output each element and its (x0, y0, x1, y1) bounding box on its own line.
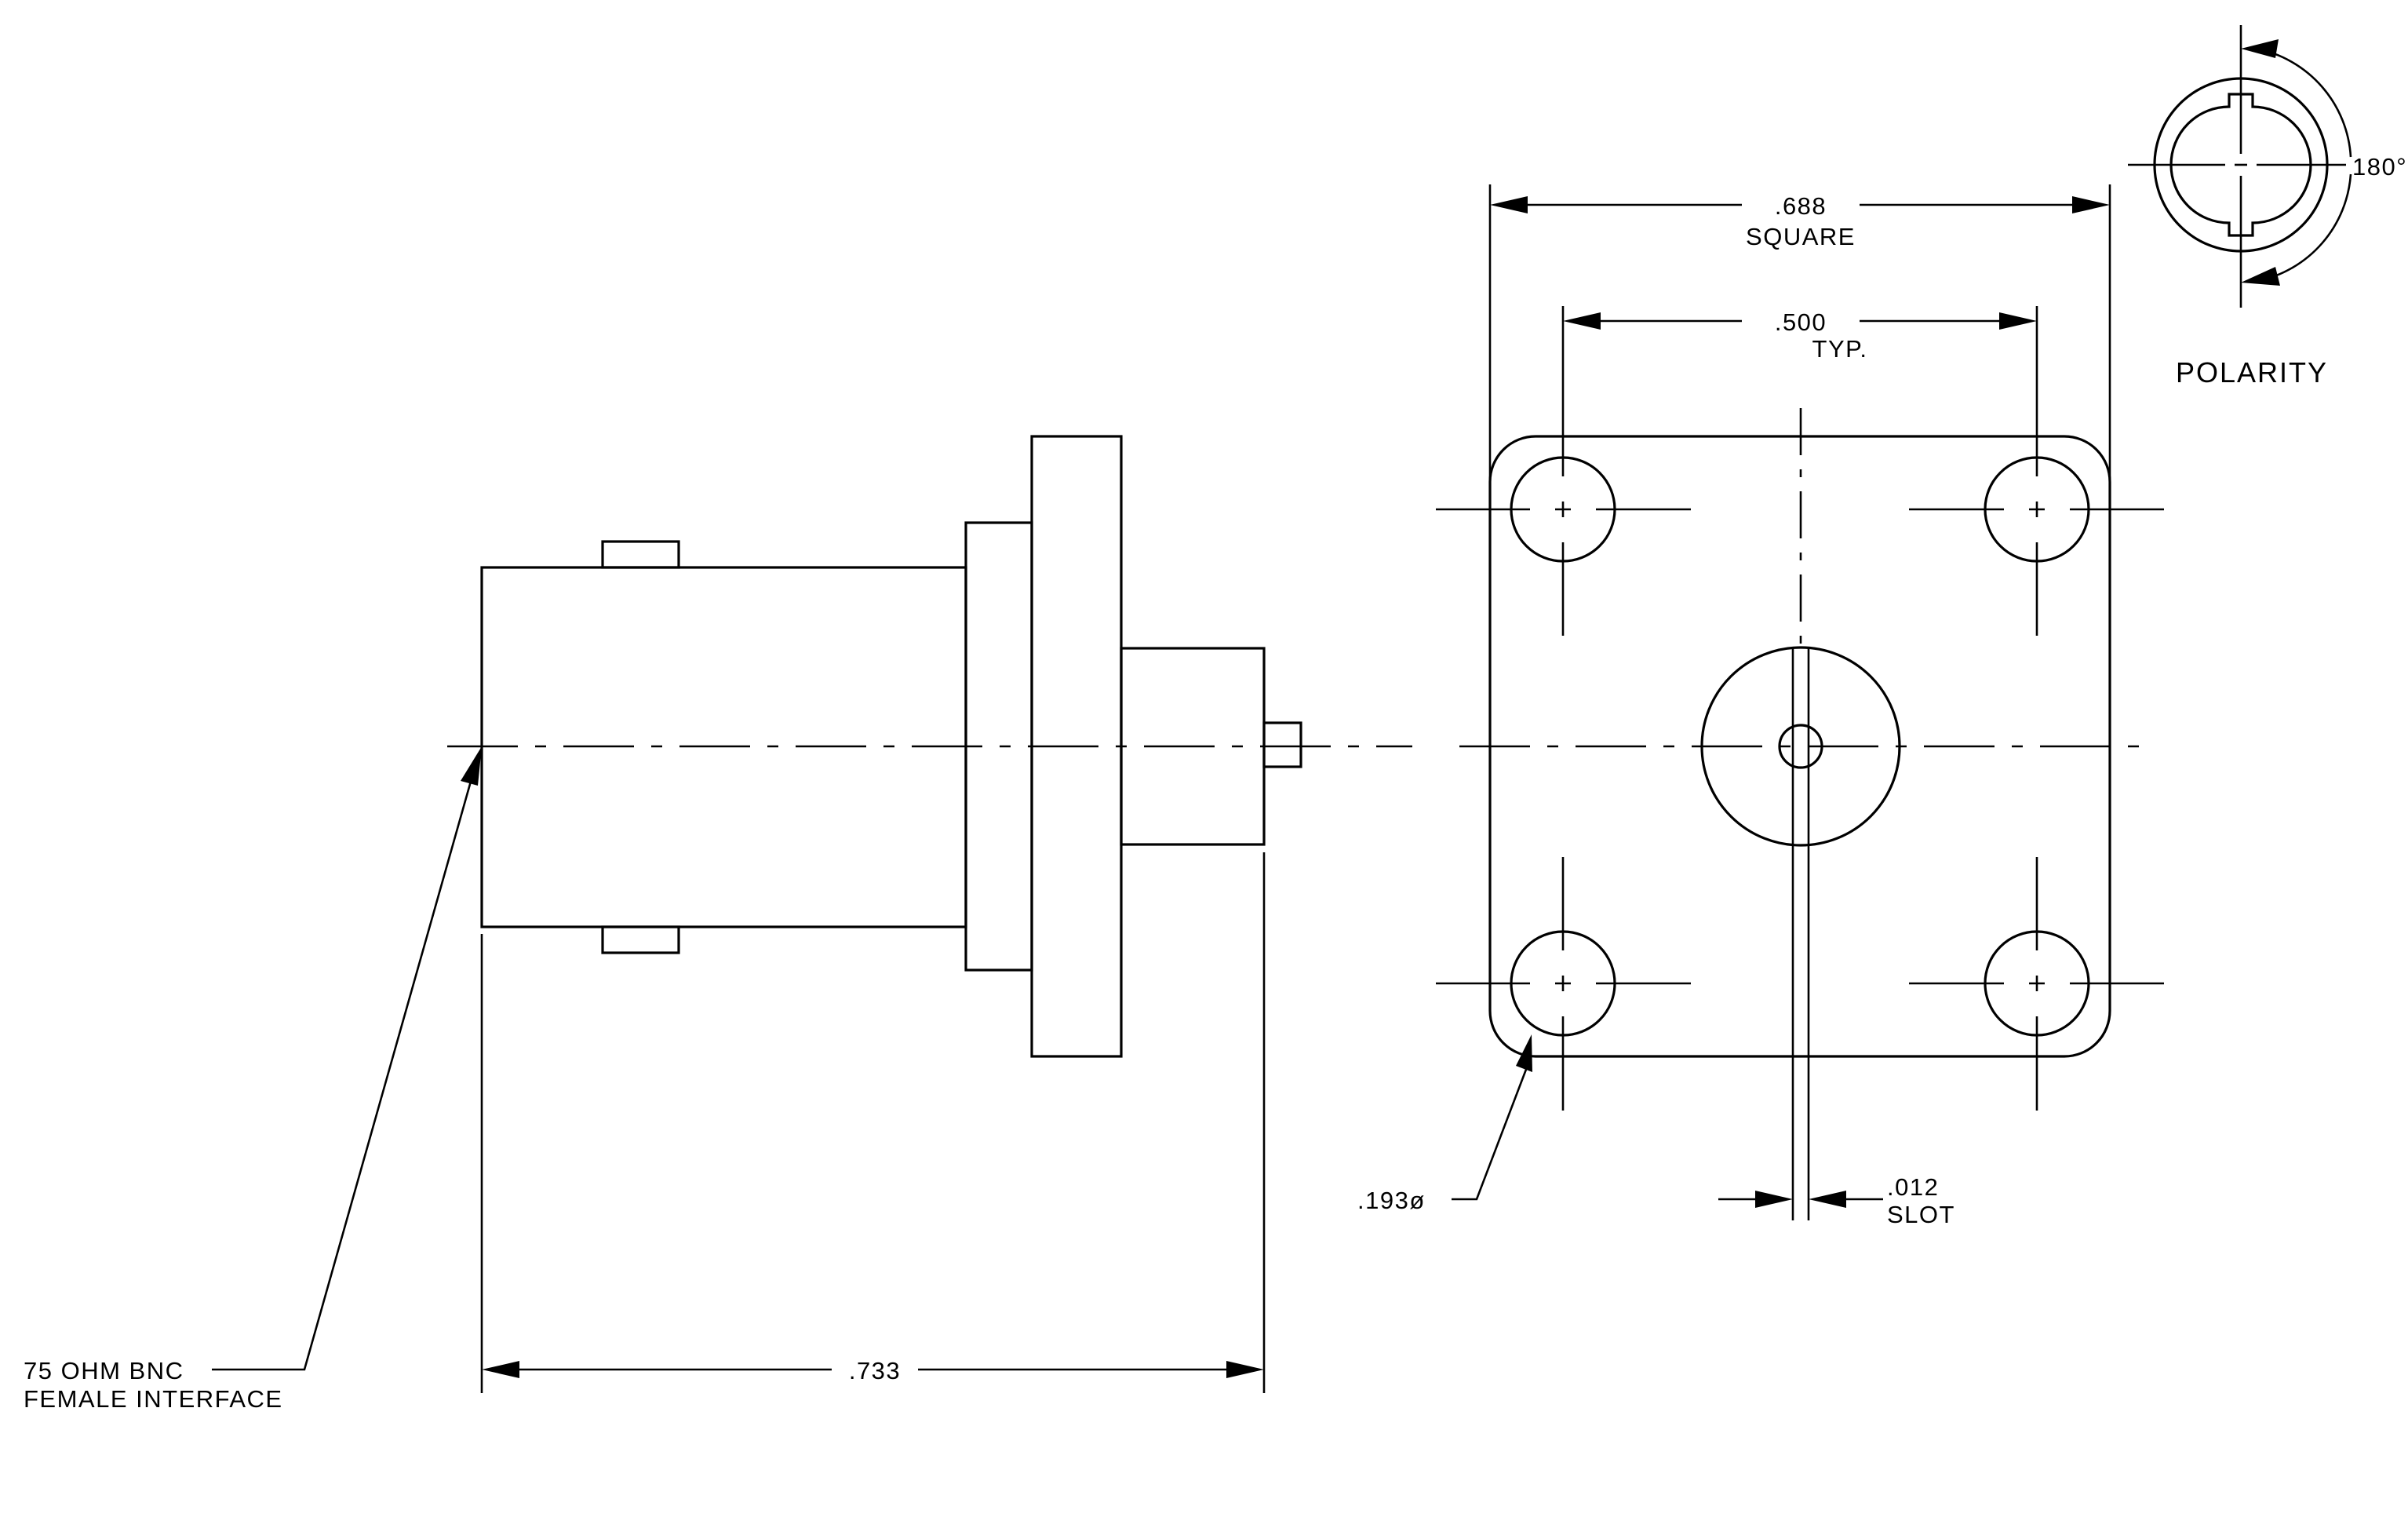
hole-dia-label: .193ø (1357, 1187, 1426, 1214)
hole-dia-leader-arrow (1516, 1034, 1532, 1072)
polarity-detail: 180° POLARITY (2128, 25, 2407, 388)
arrowhead-500-left (1563, 312, 1601, 330)
dim-square-word: SQUARE (1746, 223, 1856, 250)
side-view: .733 75 OHM BNC FEMALE INTERFACE (24, 435, 1412, 1413)
arrowhead-688-left (1490, 196, 1528, 213)
polarity-angle-label: 180° (2352, 153, 2407, 181)
polarity-keyed-bore (2169, 93, 2312, 237)
front-view: .688 SQUARE .500 TYP. .193ø .012 SLOT (1357, 184, 2164, 1228)
contact-pin (1262, 721, 1302, 768)
slot-arrowhead-left (1755, 1191, 1793, 1208)
bayonet-pin-top (601, 540, 680, 569)
slot-arrowhead-right (1809, 1191, 1846, 1208)
slot-word-label: SLOT (1887, 1201, 1955, 1228)
arrowhead-733-right (1226, 1361, 1264, 1378)
hole-dia-leader-line (1452, 1067, 1528, 1201)
hole-centerlines (1436, 306, 2164, 1111)
polarity-arrowhead-top (2241, 39, 2279, 58)
arrowhead-733-left (482, 1361, 519, 1378)
interface-leader-line (212, 772, 475, 1371)
interface-leader-arrow (461, 746, 482, 786)
dim-spacing-value: .500 (1775, 308, 1827, 336)
polarity-arrowhead-bottom (2241, 267, 2280, 286)
dim-square-value: .688 (1775, 192, 1827, 220)
dim-length-label: .733 (849, 1357, 901, 1384)
interface-note-line1: 75 OHM BNC (24, 1357, 184, 1384)
polarity-arc-top (2256, 47, 2352, 158)
arrowhead-688-right (2072, 196, 2110, 213)
bayonet-pin-bottom (601, 925, 680, 954)
polarity-title: POLARITY (2176, 356, 2328, 388)
interface-note-line2: FEMALE INTERFACE (24, 1385, 283, 1413)
arrowhead-500-right (1999, 312, 2037, 330)
slot-value-label: .012 (1887, 1173, 1939, 1201)
dim-spacing-word: TYP. (1812, 335, 1868, 363)
